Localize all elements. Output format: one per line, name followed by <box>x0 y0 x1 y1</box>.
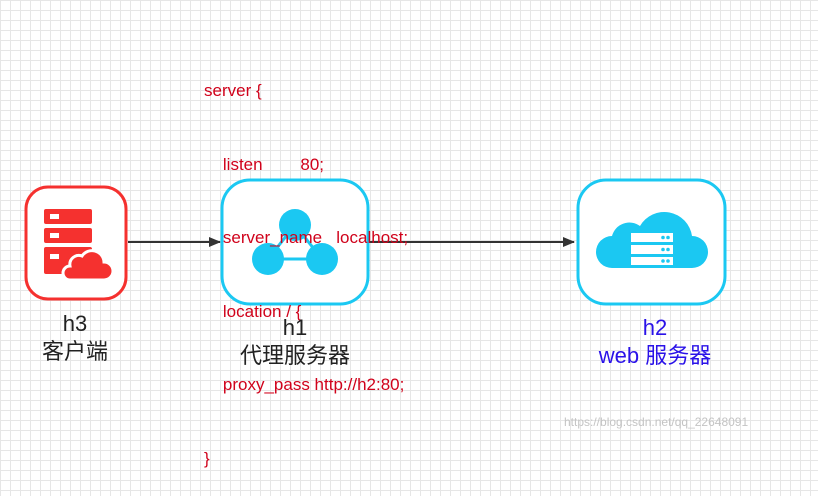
diagram-canvas <box>24 178 727 306</box>
node-h2[interactable] <box>576 178 727 306</box>
node-h1[interactable] <box>220 178 370 306</box>
node-h3-label: h3 客户端 <box>25 310 125 366</box>
node-h2-name: h2 <box>642 315 668 340</box>
watermark: https://blog.csdn.net/qq_22648091 <box>564 415 749 429</box>
share-network-icon <box>252 209 338 275</box>
node-h1-frame <box>220 178 370 306</box>
node-h3[interactable] <box>24 185 128 301</box>
config-line: } <box>204 448 210 468</box>
config-line: server_name localhost; <box>204 228 409 247</box>
node-h1-label: h1 代理服务器 <box>213 314 377 370</box>
nginx-config-snippet: server { listen 80; server_name localhos… <box>204 30 408 496</box>
server-cloud-icon <box>44 209 115 282</box>
node-h2-label: h2 web 服务器 <box>560 314 750 370</box>
config-line: proxy_pass http://h2:80; <box>204 375 405 394</box>
config-line: listen 80; <box>204 154 324 174</box>
node-h1-role: 代理服务器 <box>239 343 350 368</box>
config-line: location / { <box>204 301 302 321</box>
node-h3-name: h3 <box>62 311 88 336</box>
node-h1-name: h1 <box>282 315 308 340</box>
config-line: server { <box>204 81 262 100</box>
cloud-server-icon <box>596 211 708 268</box>
node-h3-role: 客户端 <box>41 339 108 364</box>
node-h2-role: web 服务器 <box>598 343 712 368</box>
